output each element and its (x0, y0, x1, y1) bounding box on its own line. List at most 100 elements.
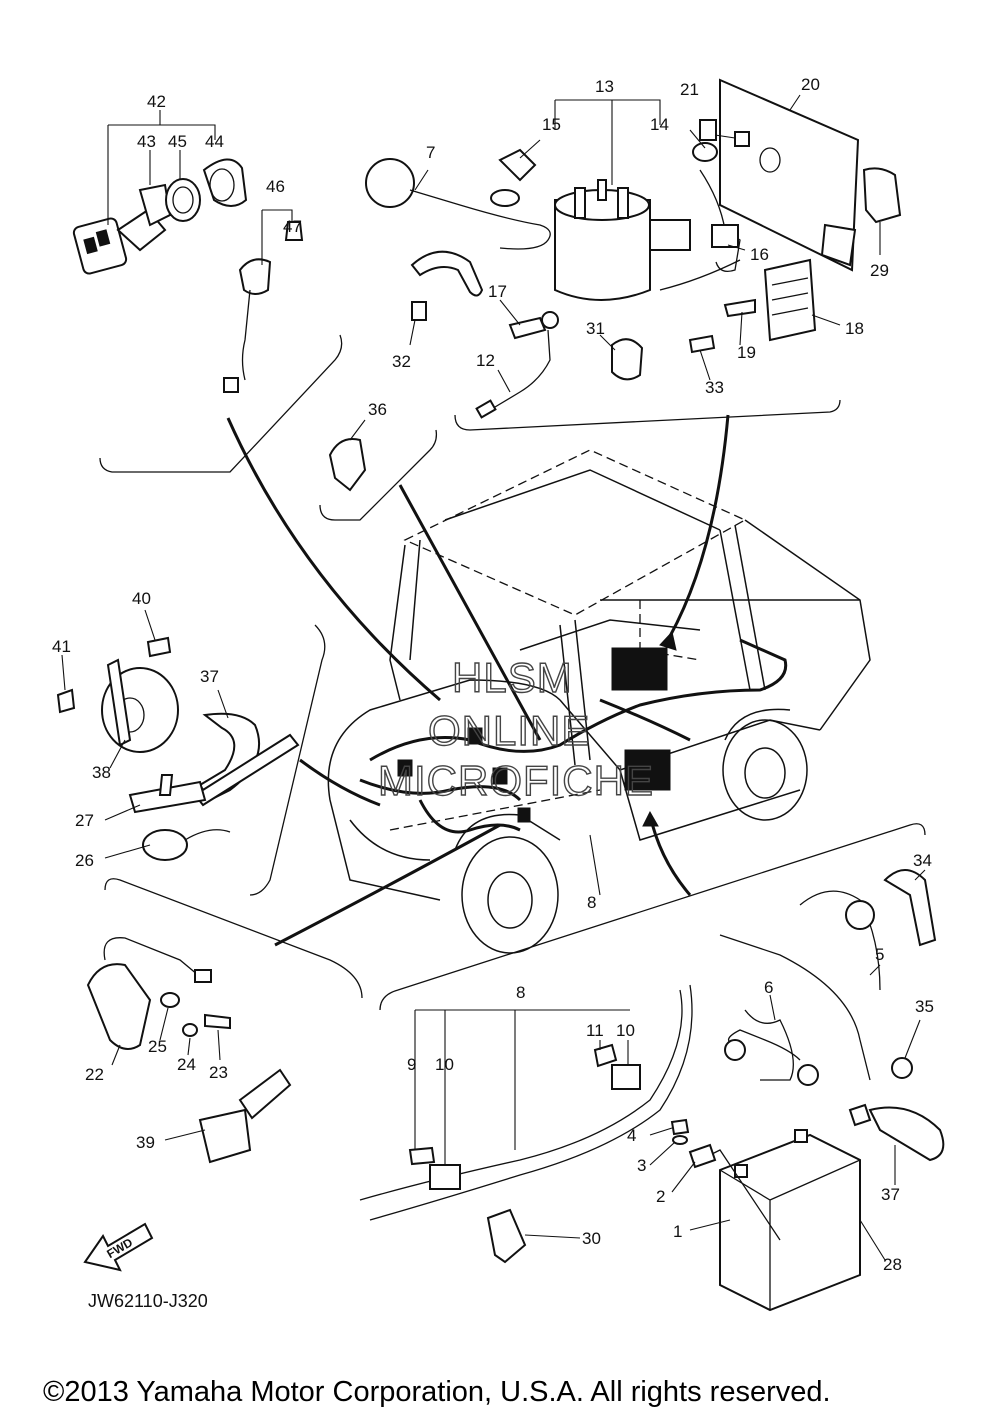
callout-42: 42 (147, 92, 166, 111)
solenoid-controller-group (365, 78, 902, 419)
callout-17: 17 (488, 282, 507, 301)
callout-19: 19 (737, 343, 756, 362)
key-switch-group (72, 124, 304, 393)
callout-34: 34 (913, 851, 932, 870)
group-frames (99, 334, 926, 1011)
callout-5: 5 (875, 945, 884, 964)
callout-22: 22 (85, 1065, 104, 1084)
washer-25 (160, 992, 180, 1008)
bracket-20 (719, 78, 860, 272)
nut-41 (56, 688, 76, 714)
callout-30: 30 (582, 1229, 601, 1248)
tie-band-32 (410, 250, 484, 297)
clip-11 (593, 1043, 618, 1068)
front-wheel (461, 836, 559, 954)
clamp-10b (611, 1064, 641, 1090)
switch-group (86, 937, 292, 1164)
callout-31: 31 (586, 319, 605, 338)
clip-36-group (328, 438, 367, 492)
callout-44: 44 (205, 132, 224, 151)
frame-battery (379, 823, 926, 1011)
bolt-33 (688, 334, 716, 354)
nut-4 (670, 1118, 690, 1136)
clamp-34 (883, 869, 937, 947)
callout-1: 1 (673, 1222, 682, 1241)
callout-26: 26 (75, 851, 94, 870)
callout-41: 41 (52, 637, 71, 656)
screw-23 (204, 1013, 231, 1030)
callout-20: 20 (801, 75, 820, 94)
bolt-21 (699, 119, 717, 141)
callout-33: 33 (705, 378, 724, 397)
washer-24 (182, 1023, 198, 1037)
callout-46: 46 (266, 177, 285, 196)
callout-32: 32 (392, 352, 411, 371)
switch-39 (198, 1108, 252, 1164)
frame-top-right (454, 399, 841, 431)
callout-39: 39 (136, 1133, 155, 1152)
callout-8-cart: 8 (587, 893, 596, 912)
bulb-7 (365, 158, 415, 208)
nut-15 (498, 148, 537, 182)
callout-47: 47 (283, 217, 302, 236)
battery-group (359, 869, 945, 1312)
callout-45: 45 (168, 132, 187, 151)
cable-12 (475, 399, 497, 419)
band-2 (688, 1143, 717, 1169)
callout-38: 38 (92, 763, 111, 782)
holder-30 (486, 1208, 527, 1264)
clamp-10 (429, 1164, 461, 1190)
callout-23: 23 (209, 1063, 228, 1082)
frame-to-cart-wires (226, 414, 730, 947)
lamp-socket-46 (238, 258, 272, 295)
bolt-19 (723, 298, 756, 318)
watermark-line-2: ONLINE (428, 707, 590, 754)
callout-11: 11 (586, 1021, 604, 1040)
callout-27: 27 (75, 811, 94, 830)
callout-6: 6 (764, 978, 773, 997)
frame-horn (249, 624, 326, 896)
horn-group (56, 636, 300, 861)
frame-top-left (99, 334, 343, 473)
callout-37-top: 37 (200, 667, 219, 686)
bulb-47 (284, 221, 304, 241)
bulb-5 (845, 900, 875, 930)
callout-16: 16 (750, 245, 769, 264)
tie-band-37-bottom (868, 1106, 945, 1162)
callout-18: 18 (845, 319, 864, 338)
golf-cart-outline (327, 449, 871, 954)
callout-43: 43 (137, 132, 156, 151)
washer-3 (672, 1135, 688, 1145)
callout-36: 36 (368, 400, 387, 419)
copyright-notice: ©2013 Yamaha Motor Corporation, U.S.A. A… (43, 1376, 831, 1408)
nut-14 (692, 142, 718, 162)
callout-12: 12 (476, 351, 495, 370)
clip-36 (328, 438, 367, 492)
grommet-35 (891, 1057, 913, 1079)
callout-13: 13 (595, 77, 614, 96)
drawing-code: JW62110-J320 (88, 1291, 208, 1311)
callout-40: 40 (132, 589, 151, 608)
callout-2: 2 (656, 1187, 665, 1206)
clamp-31 (611, 338, 644, 381)
bolt-40 (146, 636, 172, 658)
frame-clip (319, 429, 438, 521)
fwd-arrow-icon: FWD (83, 1222, 154, 1272)
cap-44 (202, 158, 248, 207)
solenoid-box (624, 749, 671, 791)
callout-25: 25 (148, 1037, 167, 1056)
watermark-line-1: HLSM (452, 654, 573, 701)
callout-24: 24 (177, 1055, 196, 1074)
battery-1 (719, 1133, 861, 1312)
clip-9 (408, 1146, 436, 1166)
callout-35: 35 (915, 997, 934, 1016)
callout-3: 3 (637, 1156, 646, 1175)
switch-22 (86, 963, 152, 1050)
callout-10-right: 10 (616, 1021, 635, 1040)
frame-switch (104, 878, 363, 999)
bracket-27 (128, 780, 207, 814)
callout-21: 21 (680, 80, 699, 99)
callout-14: 14 (650, 115, 669, 134)
tie-37-end (848, 1103, 872, 1127)
